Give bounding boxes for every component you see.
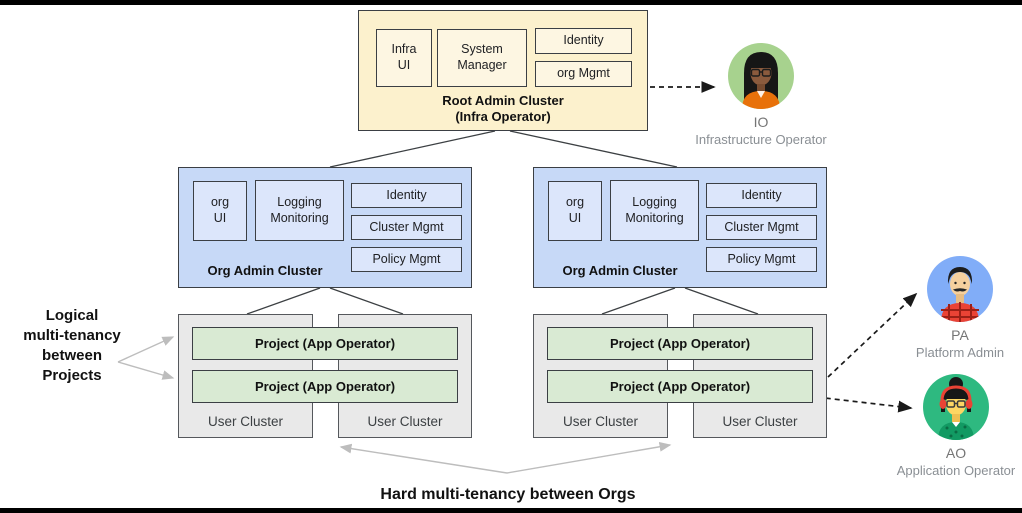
component-logging-monitoring: Logging Monitoring <box>610 180 699 241</box>
persona-abbr: PA <box>951 327 969 343</box>
component-org-mgmt: org Mgmt <box>535 61 632 87</box>
component-identity: Identity <box>535 28 632 54</box>
persona-io: IO Infrastructure Operator <box>676 43 846 147</box>
component-policy-mgmt: Policy Mgmt <box>351 247 462 272</box>
logical-tenancy-label: Logical multi-tenancy between Projects <box>4 306 140 386</box>
component-infra-ui: Infra UI <box>376 29 432 87</box>
org-admin-cluster-2: org UI Logging Monitoring Identity Clust… <box>533 167 827 288</box>
root-admin-subtitle-line: (Infra Operator) <box>455 108 551 124</box>
root-admin-title-line: Root Admin Cluster <box>442 92 564 108</box>
persona-role: Platform Admin <box>915 345 1005 360</box>
component-identity: Identity <box>351 183 462 208</box>
user-cluster-group-1: Project (App Operator) Project (App Oper… <box>178 314 472 438</box>
user-cluster-label: User Cluster <box>722 414 798 429</box>
component-policy-mgmt: Policy Mgmt <box>706 247 817 272</box>
persona-pa: PA Platform Admin <box>875 256 1022 360</box>
bottom-border-bar <box>0 508 1022 513</box>
logical-tenancy-line-2: multi-tenancy <box>23 327 121 344</box>
org-admin-cluster-title: Org Admin Cluster <box>207 262 323 278</box>
component-org-ui: org UI <box>548 181 602 241</box>
persona-role: Application Operator <box>896 463 1016 478</box>
component-system-manager: System Manager <box>437 29 527 87</box>
user-cluster-label: User Cluster <box>562 414 638 429</box>
top-border-bar <box>0 0 1022 5</box>
arrow-hard-tenancy-right <box>506 441 672 474</box>
root-admin-cluster-title: Root Admin Cluster (Infra Operator) <box>359 93 647 126</box>
persona-abbr: AO <box>945 445 967 461</box>
persona-abbr: IO <box>753 114 769 130</box>
persona-role: Infrastructure Operator <box>695 132 827 147</box>
component-identity: Identity <box>706 183 817 208</box>
project-bar: Project (App Operator) <box>547 327 813 360</box>
hard-tenancy-label: Hard multi-tenancy between Orgs <box>380 486 636 503</box>
project-bar: Project (App Operator) <box>547 370 813 403</box>
user-cluster-label: User Cluster <box>207 414 283 429</box>
persona-ao: AO Application Operator <box>871 374 1022 478</box>
logical-tenancy-line-4: Projects <box>42 367 102 384</box>
project-bar: Project (App Operator) <box>192 327 458 360</box>
root-admin-cluster: Infra UI System Manager Identity org Mgm… <box>358 10 648 131</box>
component-cluster-mgmt: Cluster Mgmt <box>351 215 462 240</box>
io-avatar-icon <box>728 43 794 109</box>
user-cluster-group-2: Project (App Operator) Project (App Oper… <box>533 314 827 438</box>
user-cluster-label: User Cluster <box>367 414 443 429</box>
org-admin-cluster-1: org UI Logging Monitoring Identity Clust… <box>178 167 472 288</box>
component-logging-monitoring: Logging Monitoring <box>255 180 344 241</box>
org-admin-cluster-title: Org Admin Cluster <box>562 262 678 278</box>
project-bar: Project (App Operator) <box>192 370 458 403</box>
logical-tenancy-line-3: between <box>41 347 102 364</box>
pa-avatar-icon <box>927 256 993 322</box>
component-org-ui: org UI <box>193 181 247 241</box>
logical-tenancy-line-1: Logical <box>45 307 99 324</box>
arrow-hard-tenancy-left <box>339 443 508 474</box>
component-cluster-mgmt: Cluster Mgmt <box>706 215 817 240</box>
ao-avatar-icon <box>923 374 989 440</box>
